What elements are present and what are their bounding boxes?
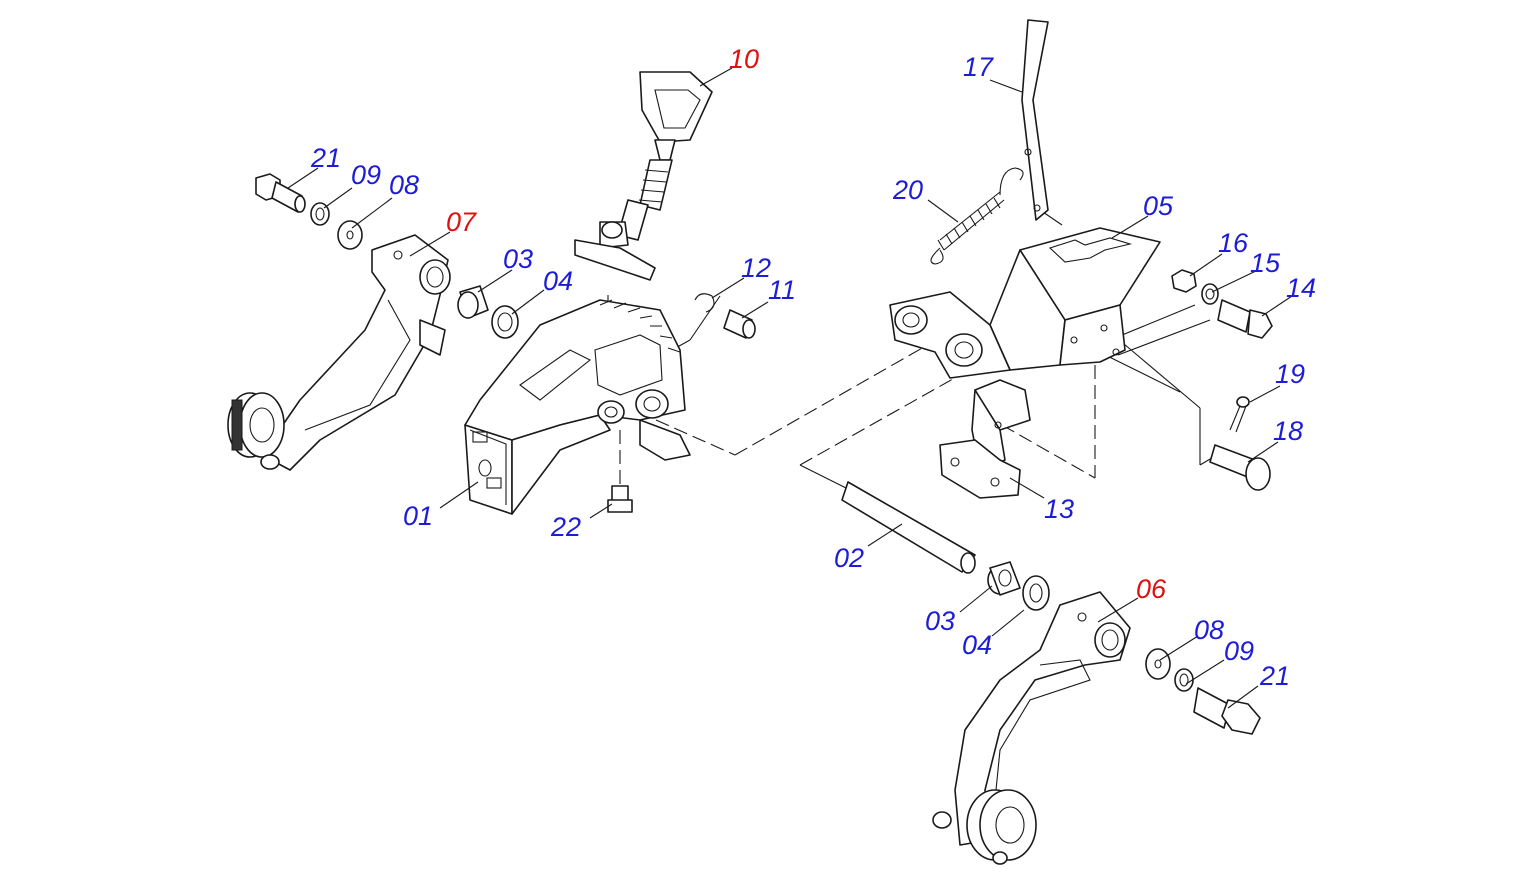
callout-19: 19 [1275,359,1305,389]
callout-07: 07 [446,207,477,237]
callout-01: 01 [403,501,433,531]
sector-teeth [599,299,681,353]
callout-02: 02 [834,543,864,573]
callout-17: 17 [963,52,994,82]
part-20-spring [930,167,1024,265]
part-07-left-arm [227,234,451,471]
callout-03-bottom: 03 [925,606,955,636]
hardware-left [255,173,756,513]
callouts: 21 09 08 07 03 04 10 12 11 01 22 17 20 0… [310,44,1316,691]
part-01-bracket [464,299,691,515]
part-13-small-bracket [939,379,1031,499]
callout-09-bottom: 09 [1224,636,1254,666]
part-02-shaft [841,481,976,574]
callout-12: 12 [741,253,771,283]
callout-06: 06 [1136,574,1167,604]
callout-21-bottom: 21 [1259,661,1290,691]
callout-05: 05 [1143,191,1174,221]
part-10-lever-handle [574,71,713,281]
callout-04-bottom: 04 [962,630,992,660]
part-17-rod [1021,19,1049,221]
callout-11: 11 [768,275,796,305]
callout-09-top: 09 [351,160,381,190]
part-05-selector-housing [889,227,1161,379]
callout-04-top: 04 [543,266,573,296]
callout-03-top: 03 [503,244,533,274]
callout-08-bottom: 08 [1194,615,1224,645]
leader-lines [287,67,1293,709]
callout-21-top: 21 [310,143,341,173]
callout-08-top: 08 [389,170,419,200]
callout-16: 16 [1218,228,1249,258]
hardware-right [987,269,1273,735]
part-06-right-arm [932,591,1131,865]
callout-15: 15 [1250,248,1281,278]
callout-18: 18 [1273,416,1303,446]
callout-20: 20 [892,175,923,205]
callout-10: 10 [729,44,759,74]
callout-14: 14 [1286,273,1316,303]
callout-13: 13 [1044,494,1074,524]
callout-22: 22 [550,512,581,542]
